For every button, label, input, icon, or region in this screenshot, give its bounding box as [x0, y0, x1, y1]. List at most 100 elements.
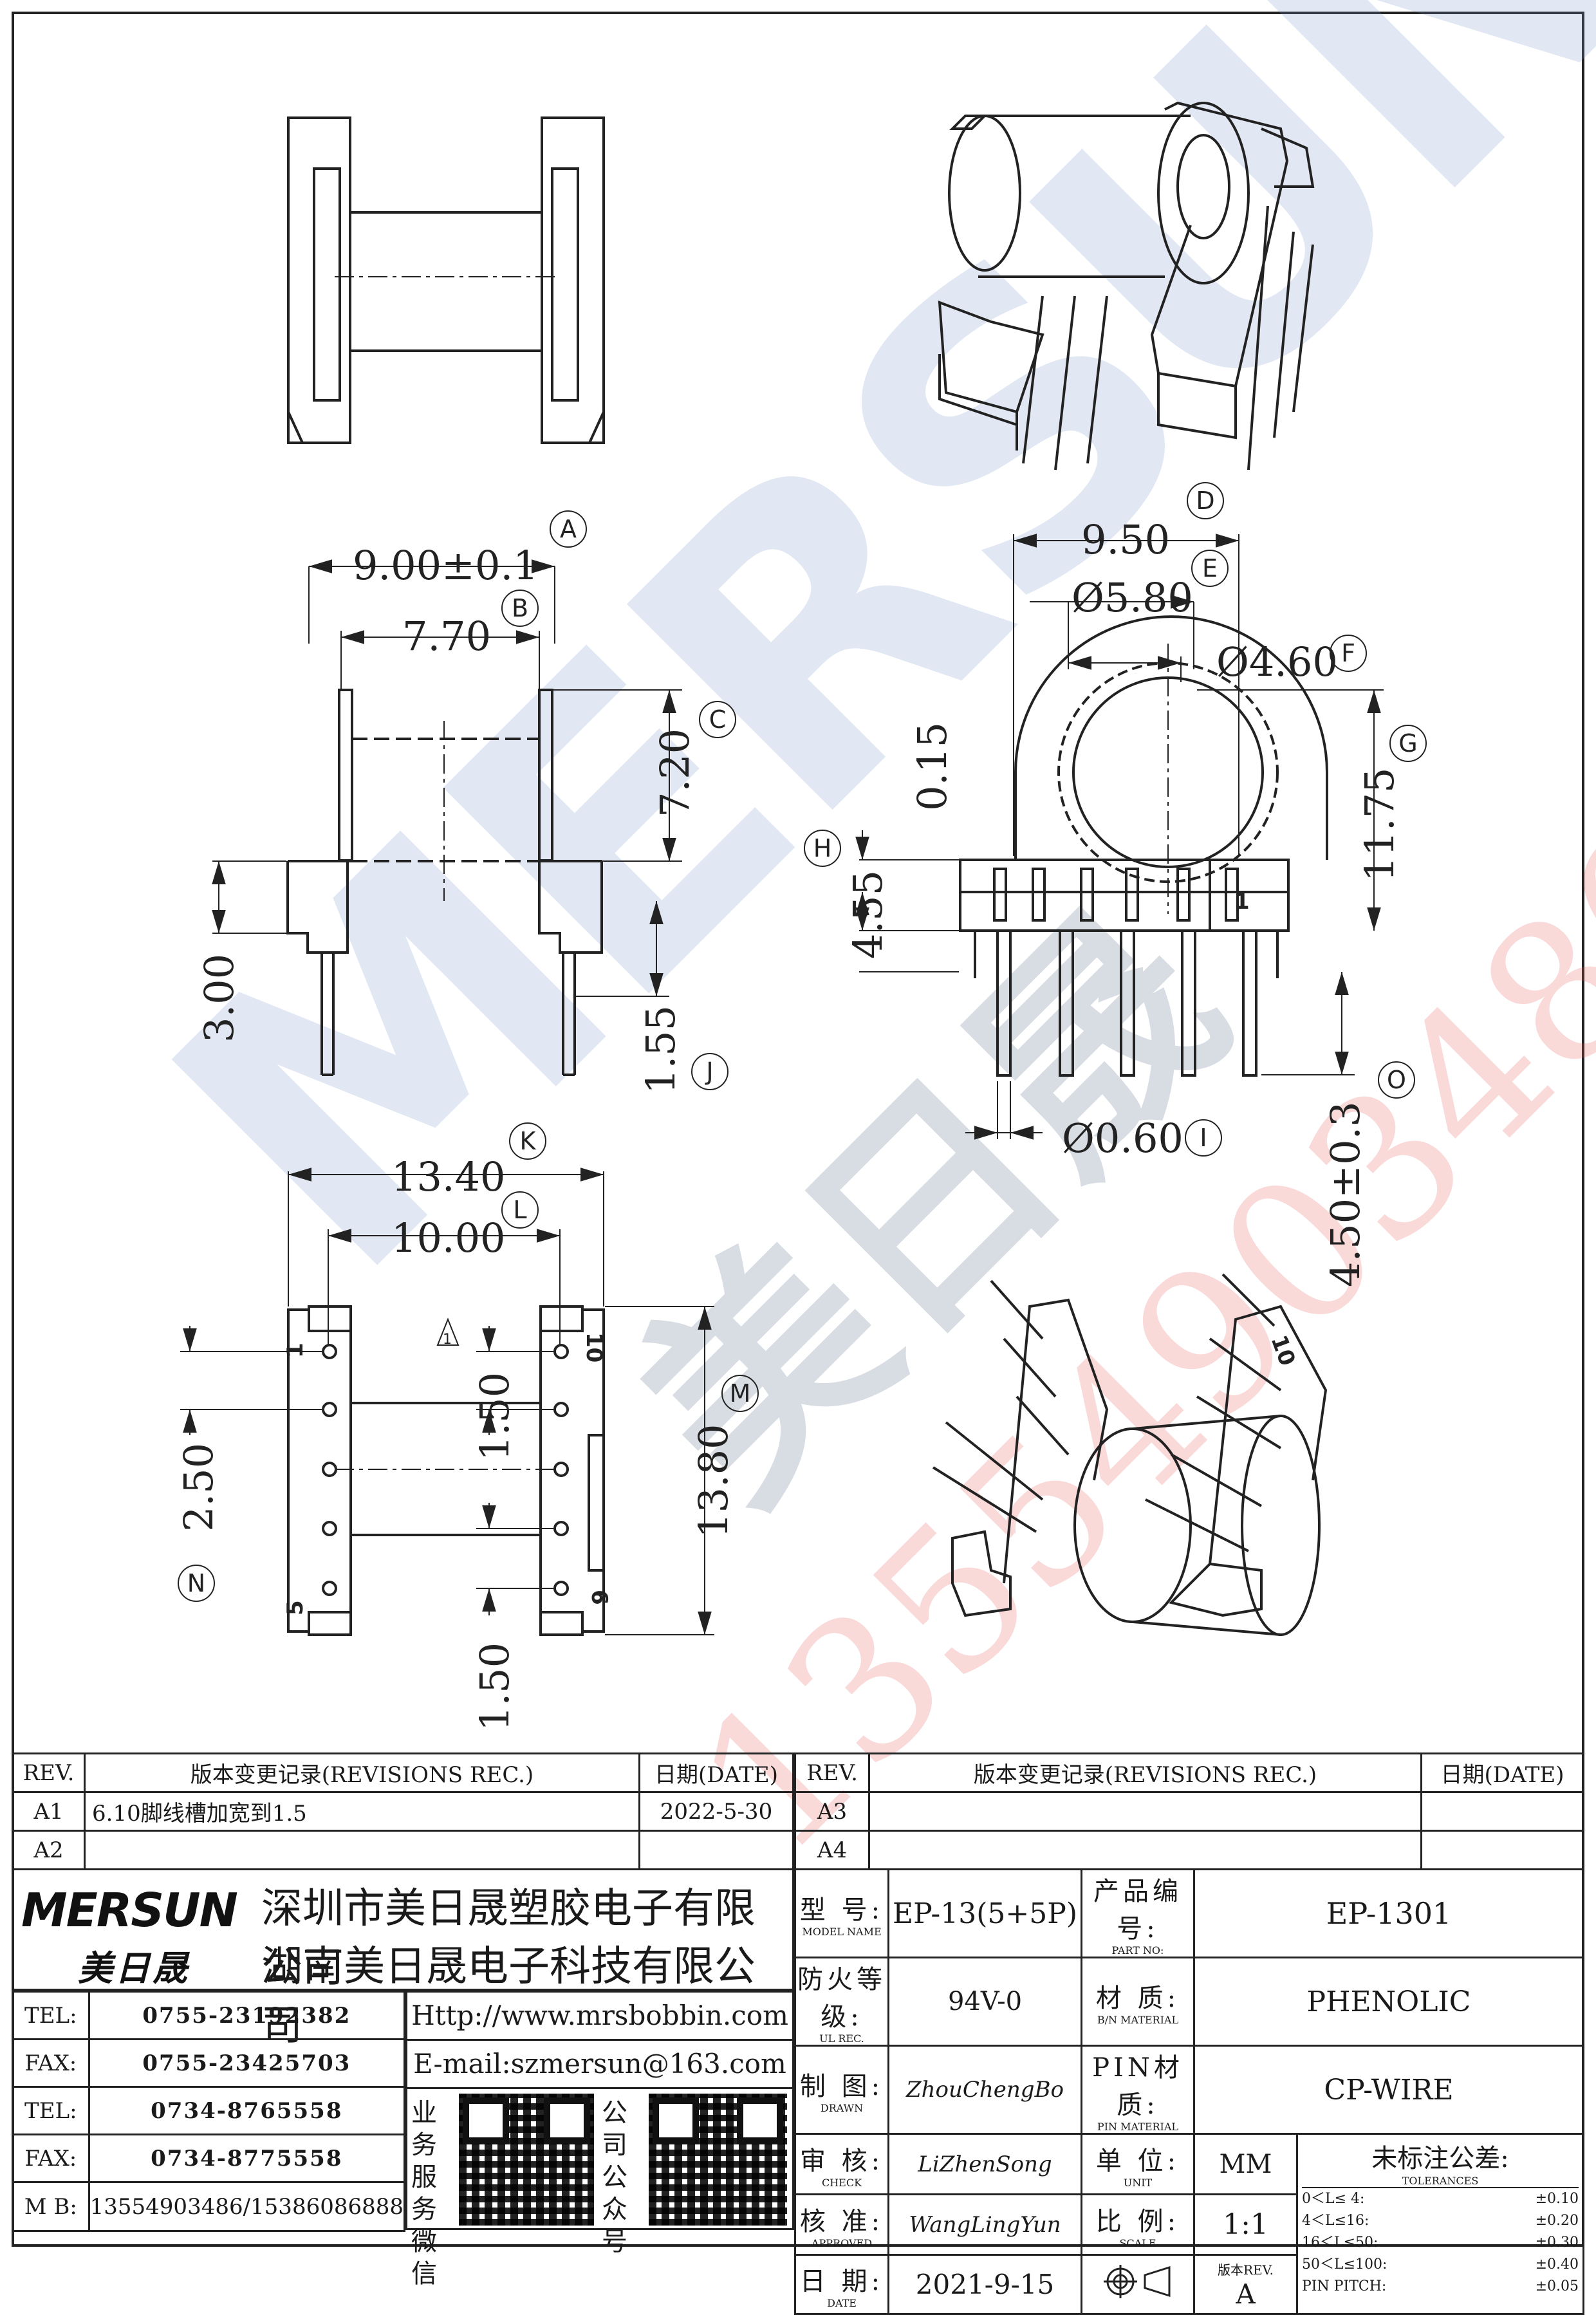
- marker-d: D: [1196, 487, 1214, 515]
- pin-5-label: 5: [283, 1600, 308, 1615]
- rev-a2: A2: [12, 1830, 86, 1870]
- dim-155: 1.55: [637, 1005, 684, 1094]
- contact-value-3: 0734-8775558: [88, 2134, 406, 2183]
- dim-060: Ø0.60: [1062, 1115, 1183, 1162]
- rev-a2-date: [638, 1830, 794, 1870]
- tol-range-2: 16＜L≤50:: [1302, 2235, 1378, 2251]
- mat-label: 材 质:: [1095, 1984, 1180, 2013]
- part-label: 产品编号:: [1093, 1877, 1182, 1944]
- contact-value-1: 0755-23425703: [88, 2038, 406, 2088]
- rev-a2-desc: [84, 1830, 640, 1870]
- rev-a4-date: [1420, 1830, 1584, 1870]
- marker-o: O: [1387, 1066, 1406, 1094]
- unit-value: MM: [1193, 2133, 1298, 2195]
- dimension-texts: 9.00±0.1 7.70 7.20 3.00 1.55 9.50 Ø5.80 …: [175, 516, 1403, 1731]
- appr-label: 核 准:: [799, 2206, 884, 2236]
- dim-inner-width: 7.70: [402, 613, 491, 660]
- marker-a: A: [560, 515, 577, 543]
- top-view: [287, 116, 605, 444]
- rev-a1-date: 2022-5-30: [638, 1791, 794, 1832]
- ul-label-en: UL REC.: [819, 2032, 864, 2045]
- pin-1-front-label: 1: [1234, 889, 1250, 915]
- marker-c: C: [709, 705, 727, 734]
- tol-range-1: 4＜L≤16:: [1302, 2213, 1369, 2229]
- revisions-table-left: REV. 版本变更记录(REVISIONS REC.) 日期(DATE) A1 …: [12, 1753, 794, 1870]
- contact-label-4: M B:: [12, 2181, 90, 2232]
- contact-value-2: 0734-8765558: [88, 2086, 406, 2135]
- date-header: 日期(DATE): [638, 1753, 794, 1793]
- scale-label-en: SCALE: [1119, 2236, 1156, 2249]
- pin-6-label: 6: [586, 1590, 612, 1605]
- dim-580: Ø5.80: [1072, 574, 1193, 621]
- pin-labels: 1 5 6 10 1 10 1: [283, 889, 1300, 1615]
- note-1-label: 1: [443, 1332, 452, 1348]
- rev-a4-desc: [868, 1830, 1422, 1870]
- ver-label: 版本REV.: [1218, 2262, 1274, 2278]
- ul-label: 防火等级:: [797, 1965, 886, 2032]
- qr1-label: 业务 服务 微信: [411, 2097, 443, 2290]
- date-value: 2021-9-15: [887, 2254, 1082, 2315]
- tol-val-4: ±0.05: [1535, 2278, 1579, 2294]
- rev-a3-date: [1420, 1791, 1584, 1832]
- iso-view-top: [938, 101, 1315, 470]
- company-name-1: 深圳市美日晟塑胶电子有限公司: [261, 1885, 756, 1992]
- dim-150b: 1.50: [471, 1642, 518, 1731]
- check-label-en: CHECK: [821, 2176, 862, 2189]
- qr2-label-line-2: 公众: [602, 2162, 627, 2224]
- revisions-table-right: REV. 版本变更记录(REVISIONS REC.) 日期(DATE) A3 …: [794, 1753, 1584, 1870]
- dim-460: Ø4.60: [1216, 638, 1338, 685]
- contact-value-0: 0755-23192382: [88, 1991, 406, 2040]
- rev-a3: A3: [794, 1791, 870, 1832]
- tol-val-2: ±0.30: [1535, 2235, 1579, 2251]
- drawn-label-en: DRAWN: [820, 2102, 864, 2114]
- mat-value: PHENOLIC: [1193, 1957, 1584, 2047]
- model-label-en: MODEL NAME: [802, 1926, 882, 1938]
- part-label-en: PART NO:: [1111, 1944, 1164, 1957]
- contact-label-3: FAX:: [12, 2134, 90, 2183]
- qr2-label-line-1: 公司: [602, 2098, 627, 2160]
- tol-label-en: TOLERANCES: [1302, 2175, 1579, 2188]
- iso-view-bottom: [932, 1273, 1328, 1636]
- email[interactable]: E-mail:szmersun@163.com: [407, 2041, 792, 2089]
- contact-label-1: FAX:: [12, 2038, 90, 2088]
- ul-value: 94V-0: [887, 1957, 1082, 2047]
- appr-label-en: APPROVED: [811, 2236, 873, 2249]
- official-account-qr-code: [649, 2094, 787, 2226]
- tol-range-0: 0＜L≤ 4:: [1302, 2191, 1365, 2207]
- rec-header: 版本变更记录(REVISIONS REC.): [84, 1753, 640, 1793]
- side-view-dims: [212, 559, 682, 997]
- drawn-label: 制 图:: [799, 2072, 884, 2101]
- rev-header: REV.: [12, 1753, 86, 1793]
- marker-circles: [178, 482, 1427, 1602]
- website[interactable]: Http://www.mrsbobbin.com: [407, 1993, 792, 2041]
- rev-a1: A1: [12, 1791, 86, 1832]
- appr-value: WangLingYun: [887, 2193, 1082, 2256]
- dim-250: 2.50: [175, 1443, 222, 1532]
- pin-10-iso-label: 10: [1266, 1332, 1301, 1369]
- pin-label: PIN材质:: [1092, 2053, 1183, 2120]
- dim-1340: 13.40: [391, 1153, 506, 1200]
- tolerance-list: 0＜L≤ 4:±0.10 4＜L≤16:±0.20 16＜L≤50:±0.30 …: [1302, 2188, 1579, 2298]
- mat-label-en: B/N MATERIAL: [1097, 2014, 1179, 2026]
- company-logo-cn: 美日晟: [78, 1948, 190, 1989]
- dim-015: 0.15: [909, 722, 956, 811]
- check-label: 审 核:: [799, 2146, 884, 2176]
- contact-label-0: TEL:: [12, 1991, 90, 2040]
- front-view-dims: [855, 534, 1384, 1140]
- tol-val-0: ±0.10: [1535, 2191, 1579, 2207]
- part-value: EP-1301: [1193, 1868, 1584, 1958]
- marker-i: I: [1200, 1124, 1207, 1152]
- pin-1-label: 1: [283, 1343, 308, 1358]
- date-header-r: 日期(DATE): [1420, 1753, 1584, 1793]
- marker-n: N: [187, 1569, 205, 1597]
- model-value: EP-13(5+5P): [887, 1868, 1082, 1958]
- unit-label: 单 位:: [1095, 2146, 1180, 2176]
- scale-value: 1:1: [1193, 2193, 1298, 2256]
- tol-label: 未标注公差:: [1371, 2144, 1509, 2173]
- marker-j: J: [705, 1057, 713, 1086]
- wechat-qr-code: [459, 2094, 594, 2226]
- qr1-label-line-1: 业务: [411, 2098, 437, 2160]
- date-label: 日 期:: [799, 2266, 884, 2296]
- marker-h: H: [813, 834, 832, 862]
- dim-455: 4.55: [844, 870, 891, 959]
